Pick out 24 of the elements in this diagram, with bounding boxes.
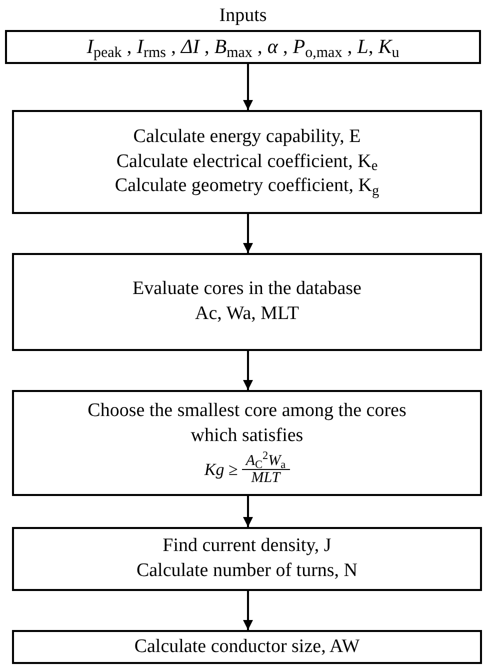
step-text: Ac, Wa, MLT	[194, 302, 300, 326]
process-box	[12, 110, 482, 214]
fraction-numerator: A$_{C}$$^{2}$W$_{a}$	[242, 452, 290, 470]
process-box	[12, 527, 482, 591]
heading: Inputs	[219, 4, 267, 28]
step-text: Evaluate cores in the database	[132, 277, 362, 302]
step-text: Calculate number of turns, N	[136, 559, 358, 583]
process-box	[12, 630, 482, 664]
step-text: Calculate energy capability, E	[133, 124, 361, 149]
fraction-denominator: MLT	[251, 470, 280, 487]
process-box	[12, 390, 482, 496]
arrow	[243, 496, 253, 527]
arrow	[243, 64, 253, 110]
step-text: Choose the smallest core among the cores which satisfies	[86, 399, 408, 448]
arrow	[243, 351, 253, 390]
process-box	[12, 253, 482, 351]
arrow	[243, 591, 253, 630]
input-variables: I$_{peak}$ , I$_{rms}$ , ΔI , B$_{max}$ , α , P$_{o,max}$ , L, K$_{u}$	[86, 35, 400, 60]
step-text: Find current density, J	[162, 534, 332, 558]
step-text: Calculate geometry coefficient, K$_{g}$	[114, 174, 380, 200]
formula-lhs: Kg ≥	[204, 458, 238, 481]
step-text: Calculate electrical coefficient, K$_{e}$	[116, 150, 378, 174]
step-text: Calculate conductor size, AW	[134, 634, 360, 659]
arrow	[243, 214, 253, 253]
